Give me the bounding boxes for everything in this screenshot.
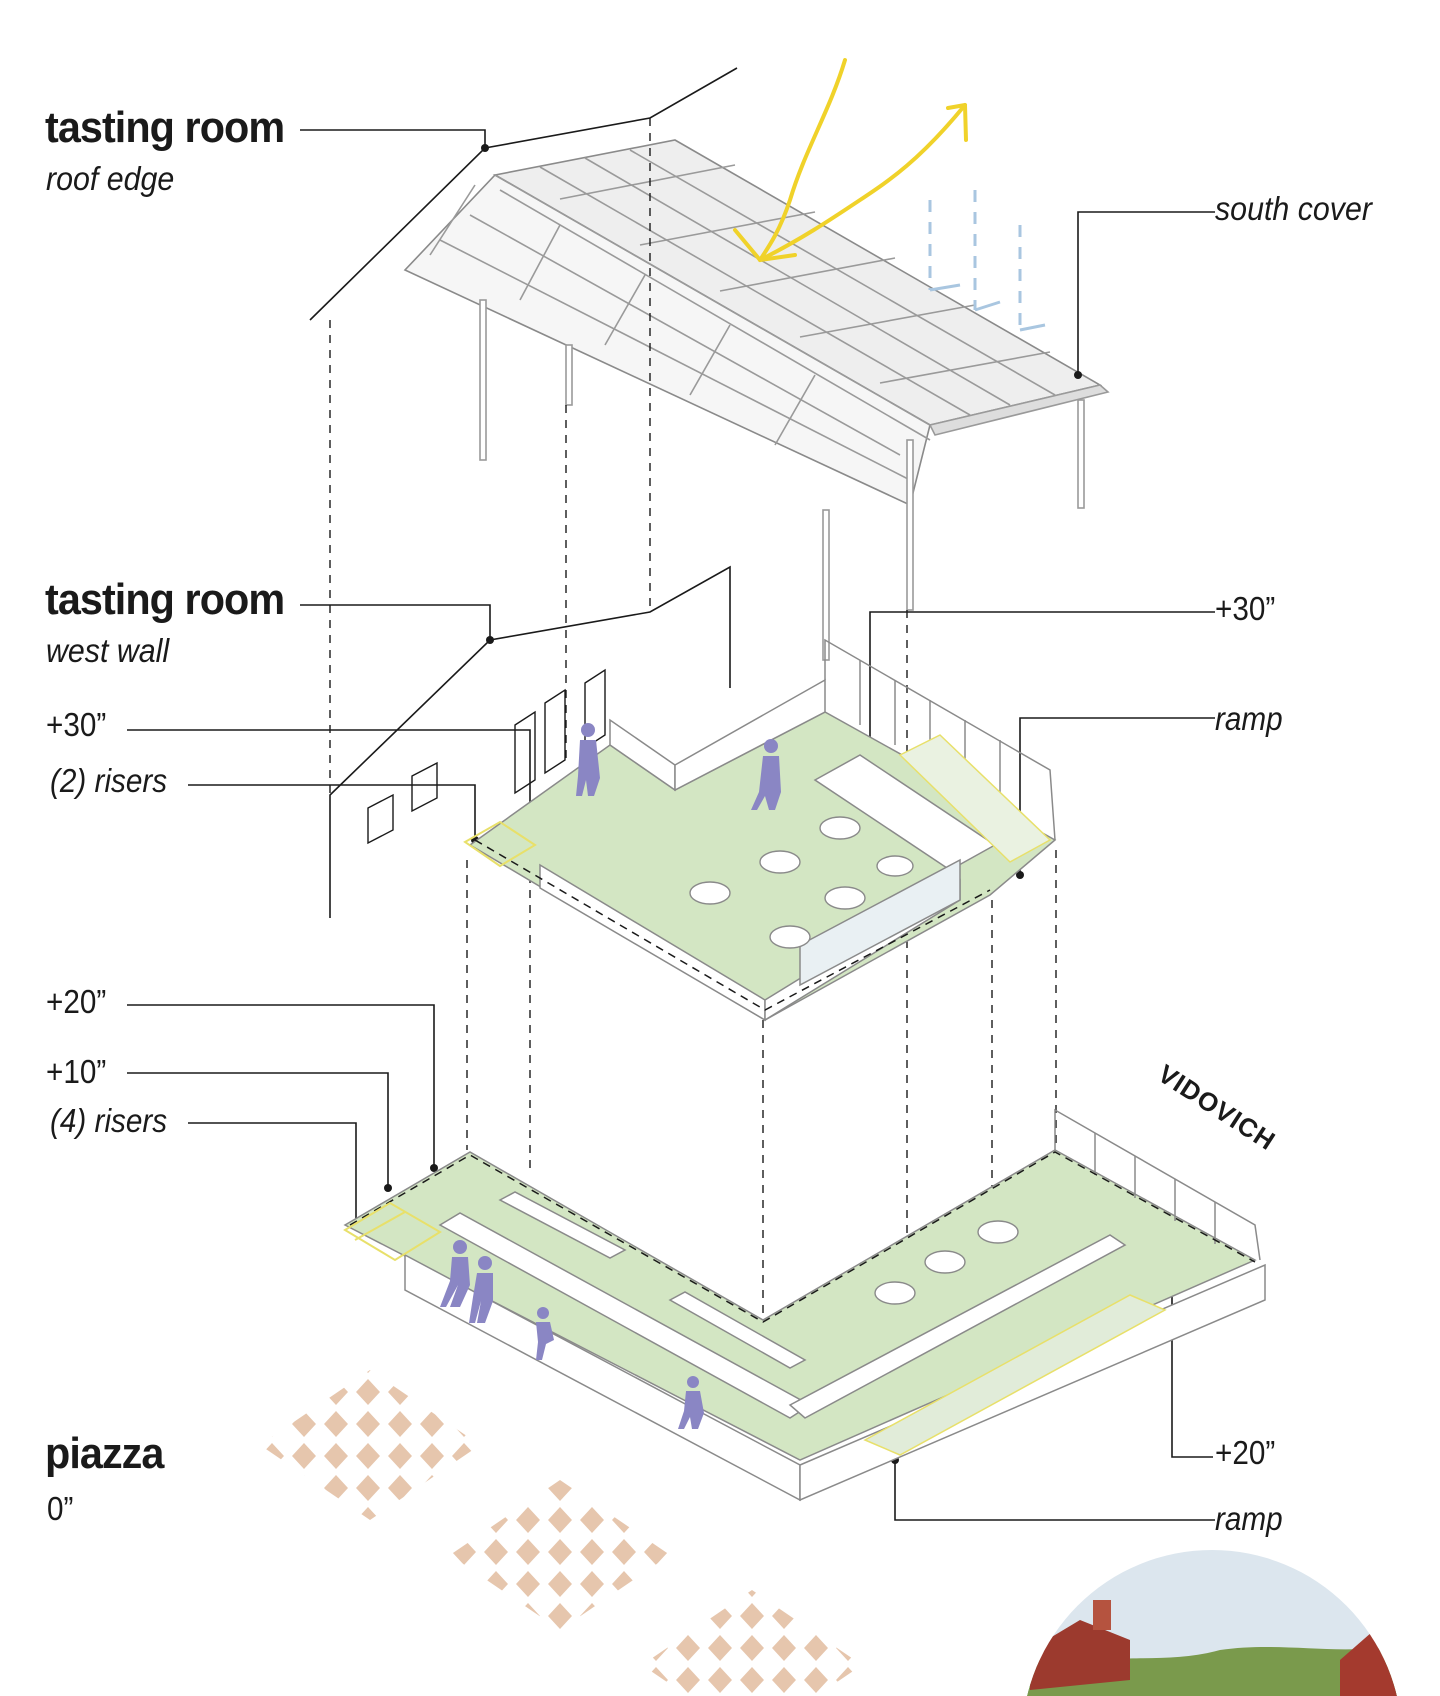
lower-risers-label: (4) risers bbox=[50, 1102, 168, 1139]
upper-plus30-left-label: +30” bbox=[46, 706, 107, 743]
west-wall-frames bbox=[367, 668, 606, 845]
ventilation-arrows bbox=[928, 190, 1046, 332]
upper-tables bbox=[689, 816, 914, 949]
roof-structure bbox=[403, 139, 1110, 661]
lower-deck bbox=[343, 1108, 1266, 1502]
south-cover-label: south cover bbox=[1215, 190, 1372, 227]
lower-plus10-label: +10” bbox=[46, 1053, 107, 1090]
west-wall-subtitle: west wall bbox=[46, 632, 170, 669]
upper-ramp-label: ramp bbox=[1215, 700, 1283, 737]
person-figure bbox=[536, 1307, 554, 1360]
photo-inset bbox=[1022, 1550, 1402, 1696]
lower-plus20-right-label: +20” bbox=[1215, 1434, 1276, 1471]
roof-edge-title: tasting room bbox=[45, 103, 285, 152]
lower-plus20-left-label: +20” bbox=[46, 983, 107, 1020]
people-figures bbox=[440, 723, 781, 1429]
piazza-pavers bbox=[260, 1370, 862, 1696]
piazza-elevation: 0” bbox=[47, 1490, 74, 1527]
person-figure bbox=[751, 739, 781, 810]
person-figure bbox=[678, 1376, 704, 1429]
lower-ramp-label: ramp bbox=[1215, 1500, 1283, 1537]
roof-edge-subtitle: roof edge bbox=[46, 160, 175, 197]
lower-tables bbox=[874, 1220, 1019, 1305]
west-wall-title: tasting room bbox=[45, 575, 285, 624]
person-figure bbox=[576, 723, 600, 796]
upper-risers-label: (2) risers bbox=[50, 762, 168, 799]
person-figure bbox=[440, 1240, 470, 1307]
upper-plus30-right-label: +30” bbox=[1215, 590, 1276, 627]
person-figure bbox=[469, 1256, 493, 1323]
sun-reflection-arrow bbox=[733, 58, 968, 262]
piazza-title: piazza bbox=[45, 1429, 164, 1478]
